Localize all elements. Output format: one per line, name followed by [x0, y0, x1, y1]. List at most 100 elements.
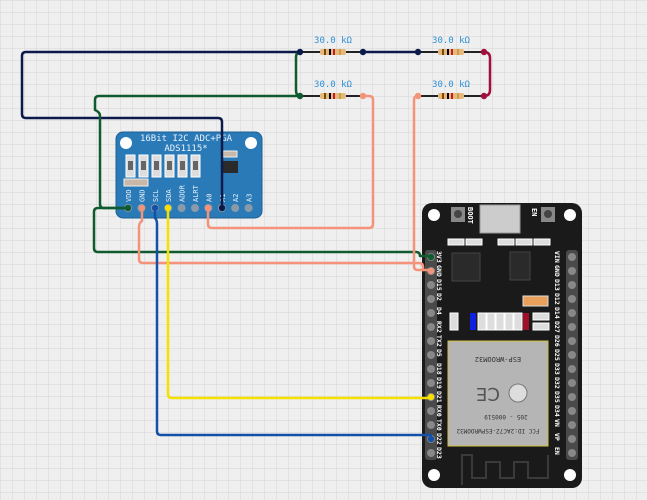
fcc-id: FCC ID:2AC7Z-ESPWROOM32 [456, 427, 539, 434]
esp-pin-right-en[interactable] [568, 449, 576, 457]
esp-pin-label: D26 [553, 335, 561, 347]
resistor[interactable]: 30.0 kΩ [418, 36, 481, 55]
esp-pin-left-tx0[interactable] [427, 421, 435, 429]
resistor[interactable]: 30.0 kΩ [300, 36, 363, 55]
esp-pin-right-d32[interactable] [568, 379, 576, 387]
esp-pin-left-tx2[interactable] [427, 337, 435, 345]
esp-pin-label: D33 [553, 363, 561, 375]
ads-pin-addr[interactable] [177, 204, 186, 212]
esp-pin-label: TX0 [435, 419, 443, 431]
esp-pin-right-d34[interactable] [568, 407, 576, 415]
color-band [329, 49, 331, 55]
resistor[interactable]: 30.0 kΩ [418, 80, 481, 99]
mount-hole [120, 137, 132, 149]
junction-dot [427, 393, 435, 401]
esp-pin-right-d33[interactable] [568, 365, 576, 373]
wire-salmon-a0[interactable] [206, 94, 375, 230]
esp-pin-label: D23 [435, 447, 443, 459]
esp-pin-right-d25[interactable] [568, 351, 576, 359]
esp-pin-label: VIN [553, 251, 561, 263]
wire-blue-scl[interactable] [153, 206, 433, 437]
resistor-label: 30.0 kΩ [432, 80, 471, 90]
smd-components [447, 238, 551, 331]
color-band [447, 49, 449, 55]
ads-pin-label: A2 [232, 194, 240, 202]
esp-pin-label: D35 [553, 391, 561, 403]
esp-pin-right-vp[interactable] [568, 435, 576, 443]
junction-dot [427, 435, 435, 443]
color-band [333, 93, 335, 99]
esp-pin-left-d4[interactable] [427, 309, 435, 317]
smd-resistor-body [180, 161, 185, 170]
smd-resistor [447, 238, 465, 246]
esp-pin-right-d13[interactable] [568, 281, 576, 289]
esp-pin-left-d18[interactable] [427, 365, 435, 373]
esp-pin-label: GND [435, 265, 443, 277]
esp-pin-label: D15 [435, 279, 443, 291]
smd-resistor [449, 312, 459, 331]
esp-pin-right-d27[interactable] [568, 323, 576, 331]
esp-pin-right-d35[interactable] [568, 393, 576, 401]
esp-pin-label: GND [553, 265, 561, 277]
esp-pin-left-d5[interactable] [427, 351, 435, 359]
wire-green-vdd-3v3[interactable] [92, 206, 433, 258]
ads-pin-label: SCL [152, 189, 160, 202]
esp-pin-left-d23[interactable] [427, 449, 435, 457]
ads-pin-a3[interactable] [244, 204, 253, 212]
ads-chip [221, 161, 238, 173]
esp-pin-right-d14[interactable] [568, 309, 576, 317]
esp-pin-right-gnd[interactable] [568, 267, 576, 275]
junction-dot [427, 267, 435, 275]
pcb-antenna [461, 454, 549, 485]
capacitor [123, 178, 149, 187]
smd-resistor [497, 238, 515, 246]
esp-pin-left-d15[interactable] [427, 281, 435, 289]
mount-hole [245, 137, 257, 149]
esp-pin-label: D22 [435, 433, 443, 445]
smd-resistor-body [167, 161, 172, 170]
esp-pin-right-d26[interactable] [568, 337, 576, 345]
smd-resistor [486, 312, 496, 331]
ads-pin-a2[interactable] [231, 204, 240, 212]
ads-pin-label: VDD [125, 189, 133, 202]
wire-yellow-sda[interactable] [166, 206, 433, 400]
ads-pin-label: A3 [246, 194, 254, 202]
esp-pin-left-rx0[interactable] [427, 407, 435, 415]
resistor[interactable]: 30.0 kΩ [300, 80, 363, 99]
esp-pin-left-d19[interactable] [427, 379, 435, 387]
color-band [339, 49, 341, 55]
smd-resistor [465, 238, 483, 246]
boot-label: BOOT [466, 207, 474, 224]
smd-resistor [532, 322, 550, 331]
esp-pin-right-vn[interactable] [568, 421, 576, 429]
esp-pin-right-vin[interactable] [568, 253, 576, 261]
wire-junctions [124, 48, 488, 443]
esp-pin-left-d2[interactable] [427, 295, 435, 303]
espressif-logo [508, 383, 528, 403]
cert-number: 205 - 000519 [484, 413, 528, 420]
mount-hole [564, 469, 576, 481]
esp-pin-left-rx2[interactable] [427, 323, 435, 331]
esp32-devkit[interactable]: BOOT EN FCC ID:2AC7Z-ESPWROOM32 205 - 00… [422, 203, 582, 488]
ads-subtitle: ADS1115* [164, 144, 207, 154]
esp-pin-label: D18 [435, 363, 443, 375]
esp-pin-label: D34 [553, 405, 561, 417]
color-band [339, 93, 341, 99]
blue-led [470, 313, 476, 330]
smd-resistor-body [193, 161, 198, 170]
esp-pin-right-d12[interactable] [568, 295, 576, 303]
esp-wroom32-module [447, 340, 549, 447]
ads-pin-alrt[interactable] [191, 204, 199, 212]
mount-hole [564, 209, 576, 221]
junction-dot [138, 204, 146, 212]
ads-pin-label: SDA [165, 189, 173, 202]
ads-pin-label: A0 [205, 194, 213, 202]
wire-salmon-gnd[interactable] [137, 206, 425, 272]
esp-pin-label: EN [553, 447, 561, 455]
capacitor [222, 150, 238, 158]
junction-dot [151, 204, 159, 212]
smd-resistor-body [141, 161, 146, 170]
wire-navy-a1[interactable] [20, 50, 302, 209]
